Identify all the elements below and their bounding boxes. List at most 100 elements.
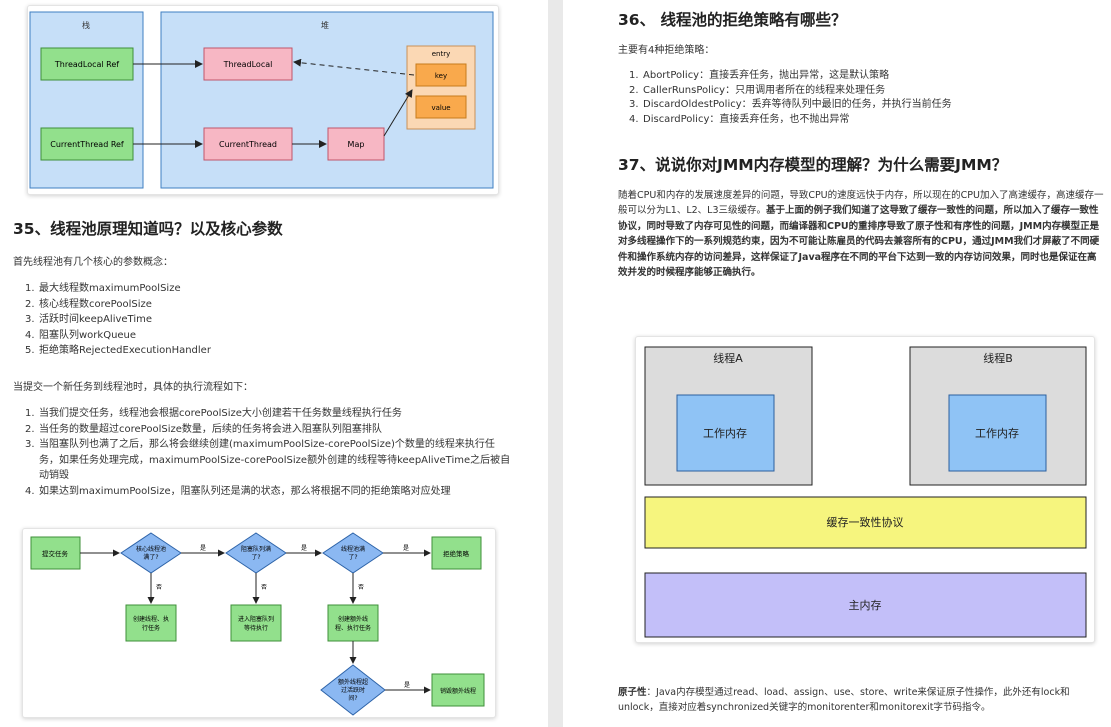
svg-text:行任务: 行任务	[142, 624, 160, 632]
value-box	[415, 95, 467, 119]
svg-text:等待执行: 等待执行	[244, 624, 268, 632]
q35-steps-list: 1.当我们提交任务，线程池会根据corePoolSize大小创建若干任务数量线程…	[25, 406, 511, 500]
create-extra-thread-box	[327, 604, 379, 642]
atomicity-paragraph: 原子性：Java内存模型通过read、load、assign、use、store…	[618, 685, 1106, 716]
svg-text:间?: 间?	[348, 694, 357, 702]
list-item: 3.DiscardOldestPolicy：丢弃等待队列中最旧的任务，并执行当前…	[629, 99, 952, 111]
main-memory-box	[644, 572, 1087, 638]
svg-text:工作内存: 工作内存	[975, 426, 1019, 440]
svg-text:否: 否	[261, 584, 267, 591]
list-item: 1.最大线程数maximumPoolSize	[25, 283, 181, 294]
threadlocal-ref-box	[40, 47, 134, 81]
svg-text:过活跃时: 过活跃时	[341, 686, 365, 694]
list-item: 5.拒绝策略RejectedExecutionHandler	[25, 345, 211, 357]
reject-policy-label: 拒绝策略	[443, 549, 470, 558]
q37-paragraph-normal: 随着CPU和内存的发展速度差异的问题，导致CPU的速度远快于内存，所以现在的CP…	[618, 190, 1104, 217]
key-box	[415, 63, 467, 87]
entry-label: entry	[432, 50, 451, 58]
q37-title: 37、说说你对JMM内存模型的理解？为什么需要JMM？	[618, 156, 1008, 174]
threadlocal-label: ThreadLocal	[223, 60, 273, 69]
svg-text:阻塞队列满: 阻塞队列满	[241, 545, 271, 553]
list-item: 3.活跃时间keepAliveTime	[25, 314, 153, 326]
stack-region	[29, 11, 144, 189]
list-item: 4.DiscardPolicy：直接丢弃任务，也不抛出异常	[629, 113, 850, 125]
svg-text:了?: 了?	[251, 554, 260, 561]
flowchart-svg: 提交任务 核心线程池 满了? 阻塞队列满 了? 线程池满 了? 拒绝策略 是 是…	[30, 532, 485, 716]
list-item: 2.核心线程数corePoolSize	[25, 298, 152, 310]
list-item: 1.AbortPolicy：直接丢弃任务，抛出异常，这是默认策略	[629, 70, 890, 81]
thread-b-label: 线程B	[983, 351, 1013, 365]
currentthread-ref-box	[40, 127, 134, 161]
submit-task-label: 提交任务	[42, 549, 69, 558]
jmm-diagram-svg: 线程A 工作内存 线程B 工作内存 缓存一致性协议 主内存	[644, 346, 1087, 638]
svg-text:否: 否	[156, 584, 162, 591]
list-item: 2.当任务的数量超过corePoolSize数量，后续的任务将会进入阻塞队列阻塞…	[25, 423, 382, 435]
svg-text:程、执行任务: 程、执行任务	[335, 624, 371, 632]
reject-policy-box	[431, 536, 482, 570]
q35-title: 35、线程池原理知道吗？以及核心参数	[13, 220, 283, 238]
threadlocal-diagram: 栈 堆 ThreadLocal Ref CurrentThread Ref Th…	[27, 5, 499, 195]
right-page: 36、 线程池的拒绝策略有哪些？ 主要有4种拒绝策略： 1.AbortPolic…	[563, 0, 1111, 727]
q36-title: 36、 线程池的拒绝策略有哪些？	[618, 11, 847, 29]
svg-text:核心线程池: 核心线程池	[136, 545, 166, 553]
list-item: 4.如果达到maximumPoolSize，阻塞队列还是满的状态，那么将根据不同…	[25, 485, 451, 497]
pool-full-decision	[322, 532, 384, 574]
enter-queue-box	[230, 604, 282, 642]
q36-policy-list: 1.AbortPolicy：直接丢弃任务，抛出异常，这是默认策略 2.Calle…	[629, 69, 1099, 127]
threadpool-flowchart: 提交任务 核心线程池 满了? 阻塞队列满 了? 线程池满 了? 拒绝策略 是 是…	[22, 528, 496, 718]
arrow-key-to-threadlocal	[293, 58, 415, 76]
svg-text:是: 是	[301, 545, 307, 552]
svg-text:了?: 了?	[348, 554, 357, 561]
threadlocal-box	[203, 47, 293, 81]
main-memory-label: 主内存	[849, 598, 882, 612]
idle-timeout-decision	[320, 664, 386, 716]
queue-full-decision	[225, 532, 287, 574]
svg-text:是: 是	[200, 545, 206, 552]
svg-text:是: 是	[403, 545, 409, 552]
cache-coherence-label: 缓存一致性协议	[827, 515, 904, 529]
q37-paragraph-bold: 基于上面的例子我们知道了这导致了缓存一致性的问题，所以加入了缓存一致性协议，同时…	[618, 205, 1100, 279]
list-item: 1.当我们提交任务，线程池会根据corePoolSize大小创建若干任务数量线程…	[25, 408, 402, 419]
currentthread-ref-label: CurrentThread Ref	[50, 140, 124, 149]
key-label: key	[435, 72, 447, 80]
svg-text:工作内存: 工作内存	[703, 426, 747, 440]
arrow-map-to-entry	[383, 89, 413, 137]
value-label: value	[431, 104, 450, 112]
cache-coherence-box	[644, 496, 1087, 549]
submit-task-box	[30, 536, 81, 570]
list-item: 4.阻塞队列workQueue	[25, 329, 137, 341]
left-page: 栈 堆 ThreadLocal Ref CurrentThread Ref Th…	[0, 0, 548, 727]
map-box	[327, 127, 385, 161]
svg-text:创建额外线: 创建额外线	[338, 615, 368, 623]
svg-text:线程池满: 线程池满	[341, 545, 365, 553]
svg-text:是: 是	[404, 682, 410, 689]
q37-paragraph: 随着CPU和内存的发展速度差异的问题，导致CPU的速度远快于内存，所以现在的CP…	[618, 188, 1104, 280]
atomicity-label: 原子性	[618, 687, 647, 698]
svg-text:创建线程、执: 创建线程、执	[133, 615, 169, 623]
map-label: Map	[348, 140, 365, 149]
stack-label: 栈	[82, 20, 90, 30]
q36-intro: 主要有4种拒绝策略：	[618, 45, 715, 56]
create-thread-box	[125, 604, 177, 642]
destroy-thread-label: 销毁额外线程	[440, 687, 476, 695]
threadlocal-diagram-svg: 栈 堆 ThreadLocal Ref CurrentThread Ref Th…	[29, 11, 494, 189]
currentthread-box	[203, 127, 293, 161]
thread-a-work-memory	[676, 394, 775, 472]
currentthread-label: CurrentThread	[219, 140, 277, 149]
list-item: 3.当阻塞队列也满了之后，那么将会继续创建(maximumPoolSize-co…	[25, 439, 511, 482]
jmm-diagram: 线程A 工作内存 线程B 工作内存 缓存一致性协议 主内存	[635, 336, 1095, 643]
threadlocal-ref-label: ThreadLocal Ref	[54, 60, 119, 69]
atomicity-text: ：Java内存模型通过read、load、assign、use、store、wr…	[618, 687, 1070, 714]
svg-text:否: 否	[358, 584, 364, 591]
thread-a-label: 线程A	[713, 351, 743, 365]
q35-param-list: 1.最大线程数maximumPoolSize 2.核心线程数corePoolSi…	[25, 281, 525, 359]
list-item: 2.CallerRunsPolicy：只用调用者所在的线程来处理任务	[629, 84, 886, 96]
heap-label: 堆	[321, 20, 329, 30]
thread-b-work-memory	[948, 394, 1047, 472]
destroy-thread-box	[431, 673, 485, 707]
svg-text:满了?: 满了?	[143, 553, 158, 561]
svg-text:进入阻塞队列: 进入阻塞队列	[238, 615, 274, 623]
q35-flow-intro: 当提交一个新任务到线程池时，具体的执行流程如下：	[13, 382, 253, 393]
q35-intro: 首先线程池有几个核心的参数概念：	[13, 257, 173, 268]
core-pool-decision	[120, 532, 182, 574]
